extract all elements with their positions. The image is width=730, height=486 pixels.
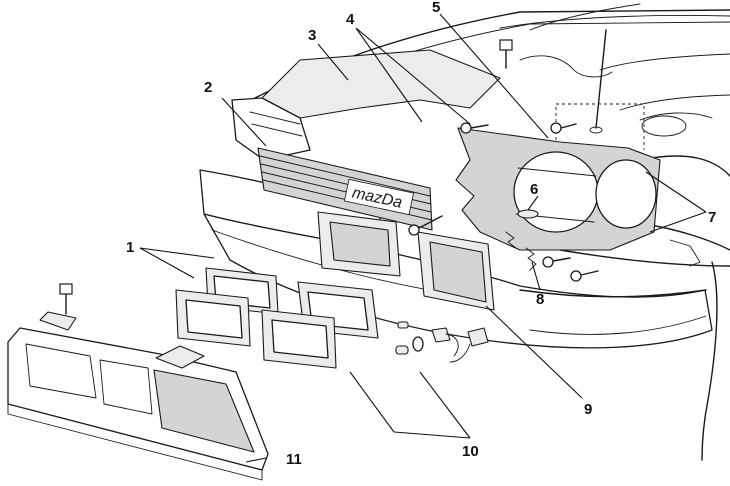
callout-8: 8 <box>536 291 544 308</box>
callout-4: 4 <box>346 11 355 28</box>
sealed-beam-lamps <box>175 267 379 369</box>
callout-6: 6 <box>530 181 538 198</box>
callout-3: 3 <box>308 27 316 44</box>
callout-9: 9 <box>584 401 592 418</box>
callout-5: 5 <box>432 0 440 16</box>
headlamp-housing-outer <box>417 231 495 311</box>
leader-lines <box>139 13 707 463</box>
callout-11: 11 <box>286 451 302 468</box>
callout-labels: 1 2 3 4 5 6 7 8 9 10 11 <box>126 0 716 468</box>
callout-2: 2 <box>204 79 212 96</box>
headlamp-bezel <box>7 311 269 481</box>
callout-1: 1 <box>126 239 134 256</box>
headlamp-mounting-bracket <box>455 103 661 251</box>
vehicle-body <box>231 3 730 267</box>
radiator-grille: mazDa <box>257 147 433 231</box>
callout-10: 10 <box>462 443 479 460</box>
callout-7: 7 <box>708 209 716 226</box>
headlamp-housing-inner <box>317 211 401 277</box>
fasteners <box>59 39 599 363</box>
